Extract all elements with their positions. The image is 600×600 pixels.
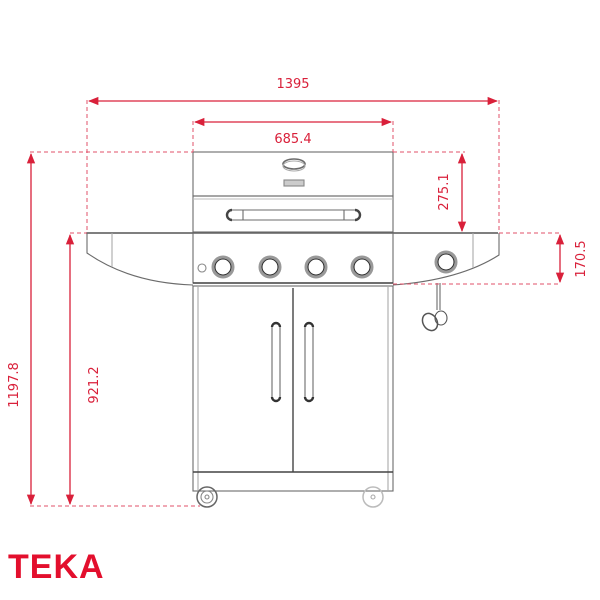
- teka-logo: TEKA: [8, 548, 105, 586]
- burner-knobs: [211, 255, 374, 279]
- label-shelf-top-height: 921.2: [87, 366, 102, 403]
- label-hood-width: 685.4: [274, 132, 311, 147]
- gas-regulator-icon: [421, 283, 448, 332]
- label-overall-height: 1197.8: [7, 362, 22, 408]
- dimension-lines: [30, 100, 560, 507]
- hood-handle: [225, 208, 362, 222]
- door-handle-left: [270, 321, 282, 403]
- left-side-shelf: [86, 233, 194, 286]
- knob-icon: [350, 255, 374, 279]
- grill-body: [86, 151, 500, 508]
- wheel-left-icon: [196, 486, 218, 508]
- knob-icon: [304, 255, 328, 279]
- knob-icon: [211, 255, 235, 279]
- knob-icon: [258, 255, 282, 279]
- cart: [192, 285, 394, 492]
- side-burner-knob-icon: [434, 250, 458, 274]
- label-hood-height: 275.1: [437, 173, 452, 210]
- control-panel: [86, 232, 498, 284]
- label-overall-width: 1395: [276, 77, 309, 92]
- label-side-shelf-height: 170.5: [574, 240, 589, 277]
- door-handle-right: [303, 321, 315, 403]
- thermometer-icon: [282, 158, 306, 187]
- wheel-right-icon: [362, 486, 384, 508]
- hood: [192, 151, 394, 233]
- igniter-icon: [197, 263, 207, 273]
- right-side-shelf: [392, 233, 500, 286]
- dimension-arrows: [26, 96, 565, 506]
- dimension-labels: 1395 685.4 275.1 170.5 1197.8 921.2: [7, 77, 589, 408]
